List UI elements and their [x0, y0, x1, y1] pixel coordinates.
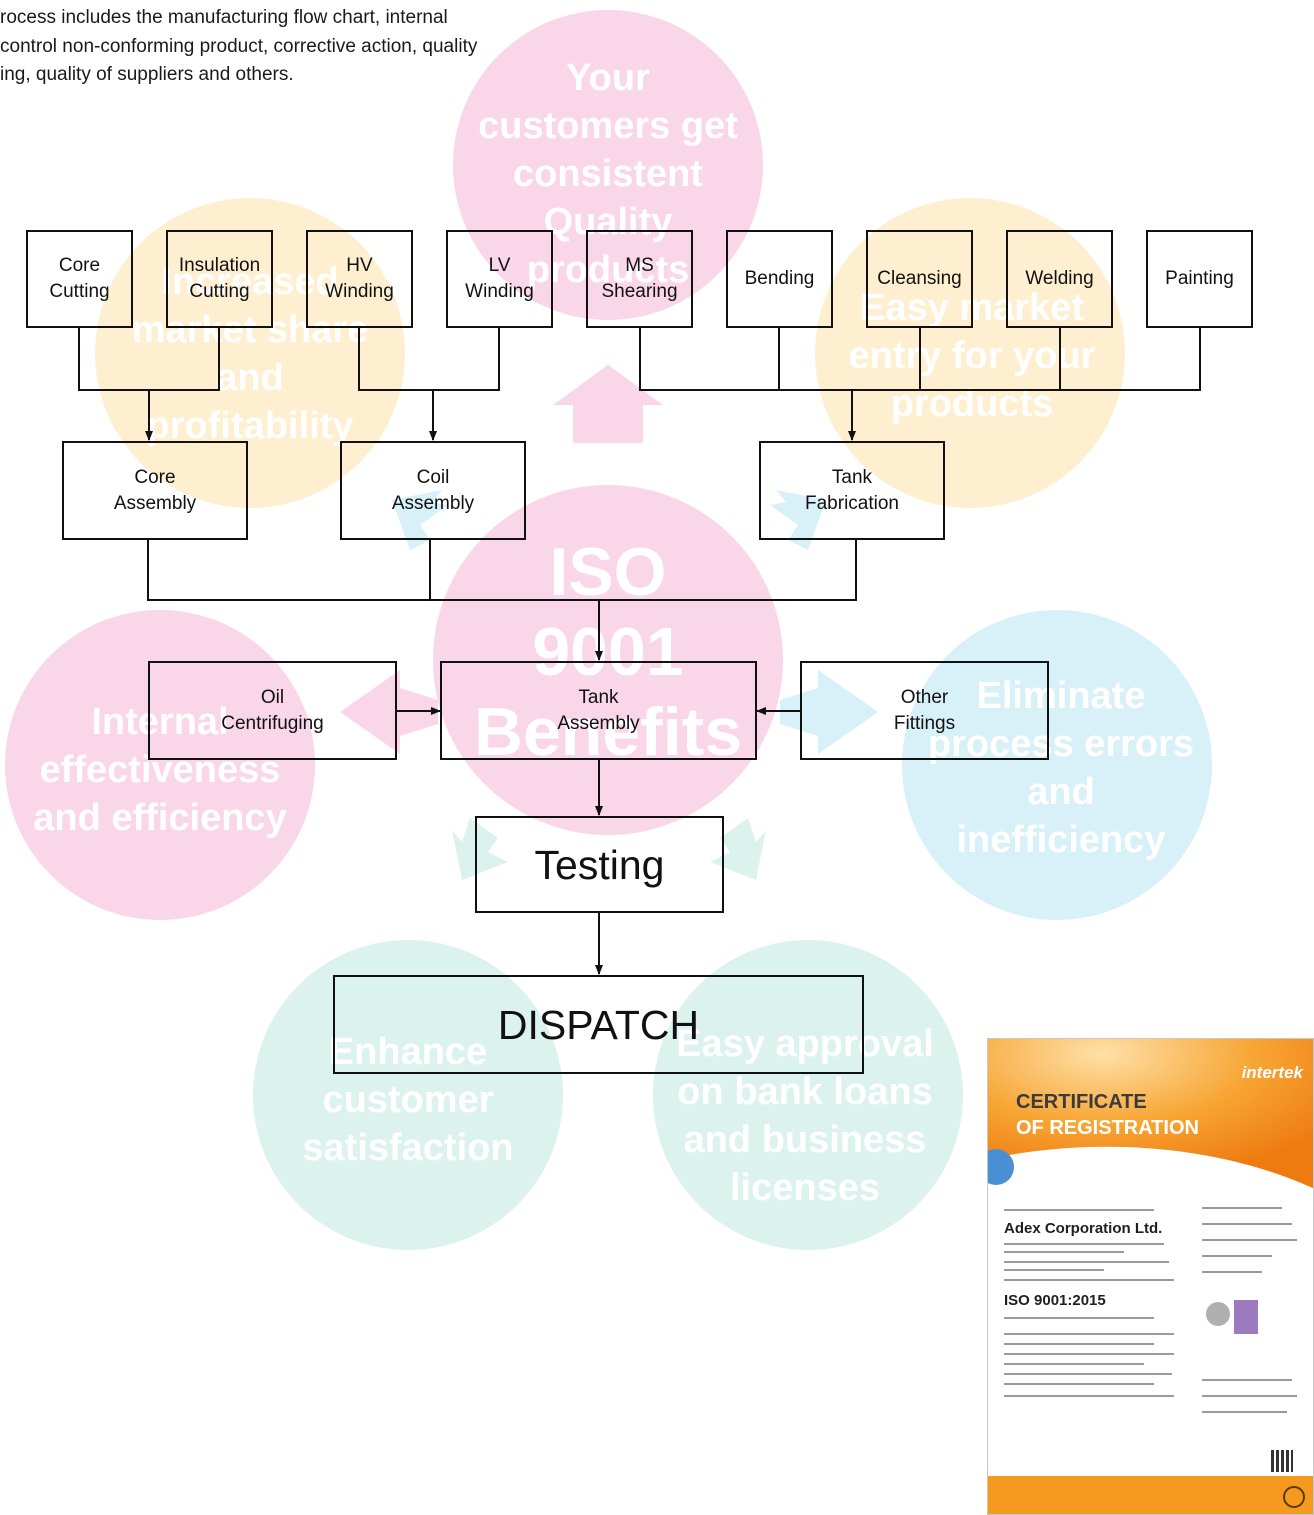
- benefit-top: Your customers get consistent Quality pr…: [478, 57, 738, 291]
- benefit-lower-right: Easy approval on bank loans and business…: [676, 1023, 934, 1209]
- certificate-text-line: [1202, 1379, 1292, 1381]
- intro-line: ing, quality of suppliers and others.: [0, 64, 294, 85]
- step-testing: Testing: [475, 816, 724, 913]
- certificate-seal-icon: [1206, 1302, 1230, 1326]
- step-coil-assembly: Coil Assembly: [340, 441, 526, 540]
- connector-assemblies: [147, 540, 857, 601]
- step-label: Testing: [534, 841, 665, 888]
- connector-coil-group: [358, 328, 500, 391]
- step-tank-fabrication: Tank Fabrication: [759, 441, 945, 540]
- step-painting: Painting: [1146, 230, 1253, 328]
- qr-code-icon: [1271, 1450, 1293, 1472]
- certificate-text-line: [1202, 1207, 1282, 1209]
- step-label: Other Fittings: [893, 686, 956, 734]
- benefit-center: ISO 9001 Benefits: [473, 534, 743, 770]
- connector-core-group: [78, 328, 220, 391]
- step-lv-winding: LV Winding: [446, 230, 553, 328]
- certificate-text-line: [1202, 1411, 1287, 1413]
- certificate-title: CERTIFICATE: [1016, 1091, 1147, 1113]
- benefit-circle-lower-left: [253, 940, 563, 1250]
- certificate-text-line: [1004, 1363, 1144, 1365]
- arrow-lower-left-icon: [452, 818, 508, 880]
- certificate-text-line: [1004, 1261, 1169, 1263]
- step-label: DISPATCH: [497, 1001, 700, 1048]
- arrow-upper-right-icon: [770, 490, 826, 550]
- benefit-circle-upper-right: [815, 198, 1125, 508]
- step-ms-shearing: MS Shearing: [586, 230, 693, 328]
- step-label: Oil Centrifuging: [221, 686, 324, 734]
- step-label: Cleansing: [877, 268, 962, 289]
- step-label: Painting: [1165, 268, 1234, 289]
- benefit-lower-left: Enhance customer satisfaction: [302, 1031, 514, 1169]
- certificate-text-line: [1004, 1343, 1154, 1345]
- benefit-circle-left: [5, 610, 315, 920]
- certificate-text-line: [1004, 1333, 1174, 1335]
- step-label: Welding: [1025, 268, 1094, 289]
- step-label: HV Winding: [325, 255, 394, 302]
- arrow-left-icon: [340, 670, 438, 754]
- benefit-circle-right: [902, 610, 1212, 920]
- certificate-subtitle: OF REGISTRATION: [1016, 1117, 1199, 1139]
- certificate-company: Adex Corporation Ltd.: [1004, 1220, 1163, 1237]
- step-welding: Welding: [1006, 230, 1113, 328]
- step-dispatch: DISPATCH: [333, 975, 864, 1074]
- certificate-banner: [988, 1039, 1313, 1189]
- certificate-accreditation-icon: [1234, 1300, 1258, 1334]
- benefit-left: Internal effectiveness and efficiency: [33, 701, 287, 839]
- arrow-up-icon: [553, 365, 663, 443]
- step-other-fittings: Other Fittings: [800, 661, 1049, 760]
- step-cleansing: Cleansing: [866, 230, 973, 328]
- intro-line: rocess includes the manufacturing flow c…: [0, 7, 448, 28]
- certificate-text-line: [1004, 1279, 1174, 1281]
- certificate-text-line: [1004, 1269, 1104, 1271]
- certificate-text-line: [1202, 1395, 1297, 1397]
- certificate-badge-icon: [1283, 1486, 1305, 1508]
- arrow-right-icon: [780, 670, 878, 754]
- step-oil-centrifuging: Oil Centrifuging: [148, 661, 397, 760]
- certificate-text-line: [1202, 1223, 1292, 1225]
- intro-line: control non-conforming product, correcti…: [0, 35, 478, 57]
- step-label: Core Cutting: [49, 255, 110, 302]
- step-label: Coil Assembly: [391, 466, 475, 514]
- certificate-text-line: [1004, 1395, 1174, 1397]
- certificate-text-line: [1004, 1353, 1174, 1355]
- benefit-circle-upper-left: [95, 198, 405, 508]
- benefit-upper-left: Increased market share and profitability: [131, 261, 369, 447]
- step-core-assembly: Core Assembly: [62, 441, 248, 540]
- certificate-text-line: [1202, 1239, 1297, 1241]
- arrow-lower-right-icon: [710, 818, 766, 880]
- benefit-circle-center: [433, 485, 783, 835]
- step-insulation-cutting: Insulation Cutting: [166, 230, 273, 328]
- step-label: LV Winding: [465, 255, 534, 302]
- step-label: Tank Assembly: [557, 686, 640, 734]
- certificate-footer: [988, 1476, 1313, 1514]
- step-label: Insulation Cutting: [178, 255, 261, 302]
- step-tank-assembly: Tank Assembly: [440, 661, 757, 760]
- certificate-text-line: [1202, 1255, 1272, 1257]
- step-label: MS Shearing: [601, 255, 678, 302]
- certificate-text-line: [1004, 1317, 1154, 1319]
- benefit-circle-lower-right: [653, 940, 963, 1250]
- certificate-text-line: [1004, 1243, 1164, 1245]
- step-label: Bending: [744, 268, 815, 289]
- intertek-logo: intertek: [1241, 1063, 1303, 1082]
- step-core-cutting: Core Cutting: [26, 230, 133, 328]
- certificate-text-line: [1004, 1251, 1124, 1253]
- intro-paragraph: rocess includes the manufacturing flow c…: [0, 4, 594, 90]
- certificate-banner-graphic: [988, 1039, 1313, 1189]
- arrow-upper-left-icon: [392, 490, 448, 550]
- benefit-circle-top: [453, 10, 763, 320]
- certificate-text-line: [1202, 1271, 1262, 1273]
- certificate-text-line: [1004, 1383, 1154, 1385]
- step-label: Tank Fabrication: [805, 466, 899, 514]
- certificate-text-line: [1004, 1373, 1172, 1375]
- iso-certificate: intertek CERTIFICATE OF REGISTRATION Ade…: [987, 1038, 1314, 1515]
- certificate-standard: ISO 9001:2015: [1004, 1292, 1106, 1309]
- step-label: Core Assembly: [113, 466, 197, 514]
- certificate-text-line: [1004, 1209, 1154, 1211]
- step-bending: Bending: [726, 230, 833, 328]
- step-hv-winding: HV Winding: [306, 230, 413, 328]
